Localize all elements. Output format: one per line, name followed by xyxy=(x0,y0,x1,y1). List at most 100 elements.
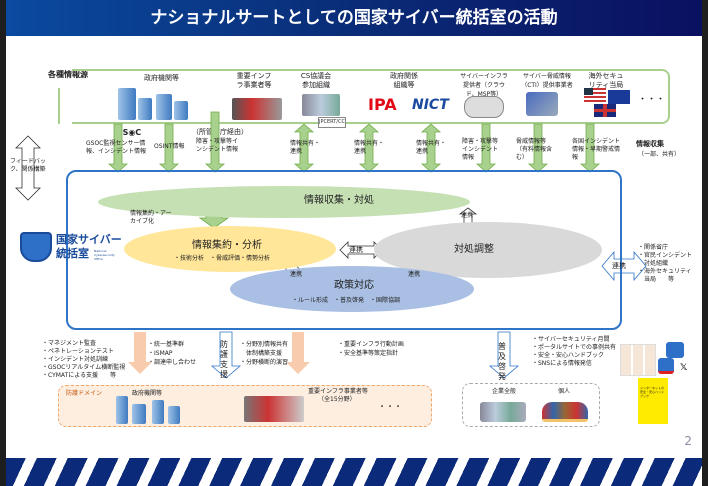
feedback-label: フィードバック、関係構築 xyxy=(10,158,46,173)
source-cti: サイバー脅威情報（CTI）提供事業者 xyxy=(521,73,573,89)
domain-infra-icon xyxy=(244,396,304,422)
analysis-title: 情報集約・分析 xyxy=(192,240,262,251)
flow-label-share-2: 情報共有・連携 xyxy=(354,140,385,155)
coordination-title: 対処調整 xyxy=(454,244,494,255)
nict-logo: NICT xyxy=(412,97,449,113)
list2-item: ・ISMAP xyxy=(148,350,173,357)
org-name-line2: 統括室 xyxy=(56,247,89,260)
flow-label-foreign: 各国インシデント情報・早期警戒情報 xyxy=(572,138,621,161)
source-gov: 政府機関等 xyxy=(144,74,179,82)
feedback-arrow xyxy=(15,135,41,201)
companies-icon xyxy=(480,402,526,422)
source-gov-related: 政府関係組織等 xyxy=(390,72,418,89)
link-label-analysis-coord: 連携 xyxy=(349,246,363,254)
list3-item: 体制構築支援 xyxy=(240,350,283,357)
arrow-share-3 xyxy=(420,123,442,173)
arrow-osint xyxy=(158,123,180,173)
gsoc-logo: GS◉C xyxy=(116,128,142,137)
us-flag-icon xyxy=(584,88,606,102)
list3-item: ・分野別情報共有 xyxy=(240,341,289,348)
list5-item: ・サイバーセキュリティ月間 xyxy=(532,336,610,343)
policy-ellipse xyxy=(230,266,474,312)
external-item-4: ・海外セキュリティ xyxy=(638,268,692,275)
list1-item: ・マネジメント監査 xyxy=(42,340,97,347)
bottom-list-2: ・統一基準群 ・ISMAP ・調達申し合わせ xyxy=(148,340,196,367)
link-label-analysis-policy: 連携 xyxy=(290,271,303,278)
external-item-1: ・関係省庁 xyxy=(638,244,669,251)
page-number: 2 xyxy=(684,434,692,448)
list3-item: ・分野横断的演習 xyxy=(240,359,289,366)
arrow-share-2 xyxy=(358,123,380,173)
list2-item: ・統一基準群 xyxy=(148,341,185,348)
sources-ellipsis: ・・・ xyxy=(638,95,666,105)
sns-logo-icon xyxy=(658,358,674,374)
info-collection-sub: （一部、共有） xyxy=(638,151,681,158)
link-label-coord-policy: 連携 xyxy=(408,271,421,278)
sources-label: 各種情報源 xyxy=(48,70,88,79)
handbook-title: インターネットの安全・安心ハンドブック xyxy=(640,386,665,398)
sources-box-left-line xyxy=(58,88,60,124)
domain-infra-sub: （全15分野） xyxy=(318,396,356,403)
bottom-list-5: ・サイバーセキュリティ月間 ・ポータルサイトでの事例共有 ・安全・安心ハンドブッ… xyxy=(532,336,616,368)
uk-flag-icon xyxy=(594,104,616,117)
via-ministry-label: （所管省庁経由） xyxy=(192,128,248,136)
footer-stripe xyxy=(6,458,702,486)
domain-gov: 政府機関等 xyxy=(132,390,163,397)
list1-item: ・インシデント対処訓練 xyxy=(42,356,109,363)
main-activity-box xyxy=(66,170,622,330)
bottom-list-4: ・重要インフラ行動計画 ・安全基準等策定指針 xyxy=(338,340,404,358)
policy-title: 政策対応 xyxy=(334,280,374,291)
list5-item: ・安全・安心ハンドブック xyxy=(532,352,605,359)
people-icon xyxy=(542,402,588,422)
awareness-arrow xyxy=(488,331,520,379)
flow-label-incident: 障害・攻撃等インシデント情報 xyxy=(196,138,239,153)
source-infra: 重要インフラ事業者等 xyxy=(236,72,272,89)
bottom-list-1: ・マネジメント監査 ・ペネトレーションテスト ・インシデント対処訓練 ・GSOC… xyxy=(42,340,125,380)
arrow-bottom-1 xyxy=(128,332,152,374)
list1-item: ・GSOCリアルタイム横断監視 xyxy=(42,364,126,371)
arrow-cti xyxy=(527,123,549,173)
portal-logo-icon xyxy=(666,342,684,358)
individual-label: 個人 xyxy=(558,388,571,395)
domain-infra: 重要インフラ事業者等 xyxy=(308,388,368,395)
list1-item: ・CYMATによる支援 等 xyxy=(42,372,117,379)
company-label: 企業全般 xyxy=(492,388,517,395)
flow-label-gsoc: GSOC監視センサー情報、インシデント情報 xyxy=(86,140,147,155)
collect-title: 情報収集・対処 xyxy=(304,195,374,206)
sources-box xyxy=(72,69,670,124)
info-collection-title: 情報収集 xyxy=(636,140,664,148)
arrow-bottom-3 xyxy=(286,332,310,374)
server-cloud-icon xyxy=(464,96,504,118)
list4-item: ・重要インフラ行動計画 xyxy=(338,341,404,348)
external-item-2: ・官民インシデント xyxy=(638,252,693,259)
x-logo-icon: 𝕏 xyxy=(680,363,688,373)
link-label-collect-coord: 連携 xyxy=(461,212,474,219)
protect-arrow xyxy=(210,331,242,379)
cti-analyst-icon xyxy=(526,92,558,116)
slide: ナショナルサートとしての国家サイバー統括室の活動 各種情報源 政府機関等 重要イ… xyxy=(6,0,702,486)
external-link-arrow xyxy=(601,250,647,282)
list4-item: ・安全基準等策定指針 xyxy=(338,350,399,357)
infra-icon xyxy=(232,98,282,120)
archive-label: 情報集約・アーカイブ化 xyxy=(130,210,172,225)
collect-ellipse xyxy=(98,186,470,218)
protect-label: 防護支援 xyxy=(220,340,228,379)
flow-label-cti: 脅威情報等（有料情報含む） xyxy=(516,138,553,161)
awareness-label: 普及啓発 xyxy=(498,342,506,381)
source-cs-council: CS協議会参加組織 xyxy=(300,72,332,89)
eu-flag-icon xyxy=(608,90,630,104)
arrow-cyber-infra xyxy=(475,123,497,173)
ipa-logo: IPA xyxy=(368,95,397,114)
org-shield-icon xyxy=(20,232,52,262)
external-link-label: 連携 xyxy=(612,262,626,270)
city-icon xyxy=(302,94,340,116)
analysis-ellipse xyxy=(124,226,336,272)
domain-label: 防護ドメイン xyxy=(66,390,103,397)
external-item-3: 対処組織 xyxy=(638,260,669,267)
arrow-gsoc xyxy=(107,123,129,173)
list5-item: ・SNSによる情報発信 xyxy=(532,360,592,367)
bottom-list-3: ・分野別情報共有 体制構築支援 ・分野横断的演習 xyxy=(240,340,288,367)
source-foreign: 海外セキュリティ当局 xyxy=(588,72,624,89)
org-name-line1: 国家サイバー xyxy=(56,233,122,246)
jpcert-logo: JPCERT/CC xyxy=(318,117,346,128)
